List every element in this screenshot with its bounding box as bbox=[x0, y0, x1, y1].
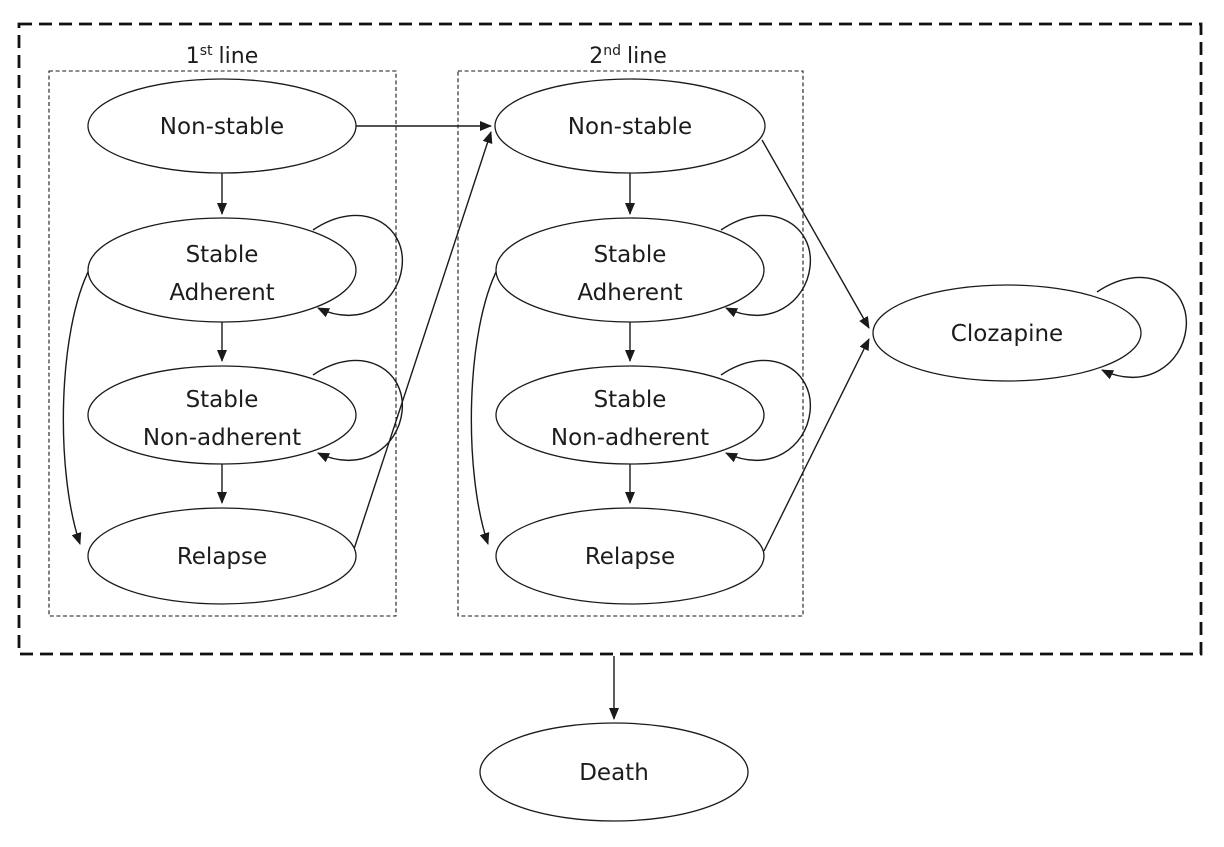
first-relapse-label: Relapse bbox=[177, 544, 267, 570]
death-ellipse bbox=[479, 722, 749, 822]
first-stable-adherent-ellipse bbox=[87, 217, 357, 323]
first-stable-non-adherent-ellipse bbox=[87, 365, 357, 465]
clozapine-label: Clozapine bbox=[951, 321, 1063, 347]
second-line-number: 2 bbox=[589, 44, 603, 69]
second-line-word: line bbox=[627, 44, 667, 69]
second-stable-non-adherent-label-line2: Non-adherent bbox=[551, 425, 709, 451]
second-non-stable-ellipse bbox=[494, 78, 766, 174]
node-second-stable-non-adherent: Stable Non-adherent bbox=[495, 365, 765, 465]
first-stable-non-adherent-label-line2: Non-adherent bbox=[143, 425, 301, 451]
first-line-number: 1 bbox=[186, 44, 200, 69]
second-line-group-box bbox=[457, 70, 804, 617]
first-non-stable-label: Non-stable bbox=[160, 114, 284, 140]
death-label: Death bbox=[579, 760, 649, 786]
second-stable-adherent-label-line2: Adherent bbox=[577, 280, 682, 306]
node-second-relapse: Relapse bbox=[495, 507, 765, 605]
node-first-stable-adherent: Stable Adherent bbox=[87, 217, 357, 323]
edge-second-relapse-to-clozapine bbox=[763, 338, 870, 552]
second-stable-non-adherent-label-line1: Stable bbox=[594, 387, 667, 413]
second-stable-adherent-label-line1: Stable bbox=[594, 242, 667, 268]
clozapine-ellipse bbox=[872, 284, 1142, 382]
first-non-stable-ellipse bbox=[87, 78, 357, 174]
node-first-non-stable: Non-stable bbox=[87, 78, 357, 174]
self-loop-second-stable-adherent bbox=[720, 214, 811, 318]
self-loop-second-stable-nonadherent bbox=[720, 359, 811, 463]
self-loop-first-stable-adherent bbox=[312, 214, 403, 318]
second-non-stable-label: Non-stable bbox=[568, 114, 692, 140]
node-second-stable-adherent: Stable Adherent bbox=[495, 217, 765, 323]
node-clozapine: Clozapine bbox=[872, 284, 1142, 382]
first-line-group-box bbox=[48, 70, 397, 617]
node-first-relapse: Relapse bbox=[87, 507, 357, 605]
second-relapse-label: Relapse bbox=[585, 544, 675, 570]
node-death: Death bbox=[479, 722, 749, 822]
first-relapse-ellipse bbox=[87, 507, 357, 605]
first-stable-adherent-label-line1: Stable bbox=[186, 242, 259, 268]
edge-first-stable-adherent-to-first-relapse bbox=[62, 267, 91, 545]
node-second-non-stable: Non-stable bbox=[494, 78, 766, 174]
self-loop-clozapine bbox=[1096, 276, 1187, 380]
edge-second-stable-adherent-to-second-relapse bbox=[470, 267, 499, 545]
second-relapse-ellipse bbox=[495, 507, 765, 605]
second-stable-non-adherent-ellipse bbox=[495, 365, 765, 465]
first-stable-non-adherent-label-line1: Stable bbox=[186, 387, 259, 413]
first-stable-adherent-label-line2: Adherent bbox=[169, 280, 274, 306]
first-line-ordinal-superscript: st bbox=[200, 43, 213, 59]
self-loop-first-stable-nonadherent bbox=[312, 359, 403, 463]
second-line-ordinal-superscript: nd bbox=[603, 43, 621, 59]
first-line-word: line bbox=[219, 44, 259, 69]
model-boundary-box bbox=[17, 22, 1203, 656]
edge-first-relapse-to-second-nonstable bbox=[353, 131, 493, 550]
second-stable-adherent-ellipse bbox=[495, 217, 765, 323]
edge-second-nonstable-to-clozapine bbox=[761, 139, 870, 329]
node-first-stable-non-adherent: Stable Non-adherent bbox=[87, 365, 357, 465]
